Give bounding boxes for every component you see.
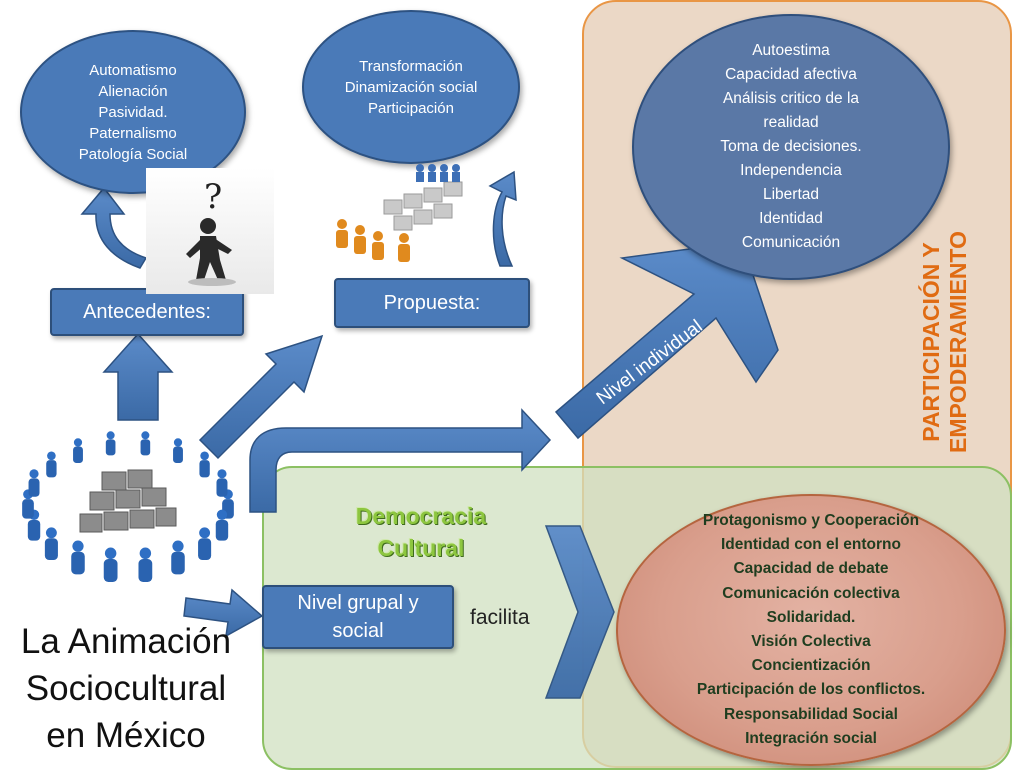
individual-item: realidad xyxy=(763,114,819,131)
propuesta-box: Propuesta: xyxy=(334,278,530,328)
grupal-item: Participación de los conflictos. xyxy=(696,681,926,699)
chevron-arrow-facilita xyxy=(544,525,615,699)
antecedentes-item: Pasividad. xyxy=(98,103,168,121)
cultural-title-line: Cultural xyxy=(377,535,465,561)
individual-item: Análisis critico de la xyxy=(722,90,860,107)
up-arrow-antecedentes xyxy=(102,332,174,421)
bent-arrow-individual xyxy=(249,408,552,513)
person-figure-icon xyxy=(28,469,40,497)
antecedentes-items: Automatismo Alienación Pasividad. Patern… xyxy=(79,60,187,165)
person-figure-icon xyxy=(46,451,57,478)
propuesta-items: Transformación Dinamización social Parti… xyxy=(345,56,478,119)
person-figure-icon xyxy=(103,547,118,582)
grupal-items: Protagonismo y Cooperación Identidad con… xyxy=(697,509,925,751)
person-figure-icon xyxy=(73,438,83,464)
propuesta-ellipse: Transformación Dinamización social Parti… xyxy=(302,10,520,164)
curved-arrow-propuesta xyxy=(488,170,517,267)
title-line: en México xyxy=(46,716,206,755)
main-title: La Animación Sociocultural en México xyxy=(10,618,242,759)
people-puzzle-team-icon xyxy=(324,160,486,270)
person-figure-icon xyxy=(138,547,153,582)
grupal-item: Identidad con el entorno xyxy=(721,536,901,554)
person-figure-icon xyxy=(215,509,229,541)
confused-person-icon: ? xyxy=(146,168,274,294)
title-line: Sociocultural xyxy=(25,669,227,708)
antecedentes-item: Patología Social xyxy=(78,145,188,163)
grupal-item: Visión Colectiva xyxy=(751,633,871,650)
individual-item: Libertad xyxy=(762,186,819,203)
person-figure-icon xyxy=(173,438,183,464)
grupal-item: Concientización xyxy=(751,657,871,675)
diagonal-arrow-propuesta xyxy=(198,334,324,460)
antecedentes-ellipse: Automatismo Alienación Pasividad. Patern… xyxy=(20,30,246,194)
individual-item: Identidad xyxy=(759,210,823,227)
grupal-item: Integración social xyxy=(745,729,877,747)
individual-item: Toma de decisiones. xyxy=(720,138,862,155)
grupal-item: Capacidad de debate xyxy=(733,560,889,578)
democracia-title-line: Democracia xyxy=(355,503,487,529)
propuesta-item: Transformación xyxy=(359,57,463,75)
person-figure-icon xyxy=(216,469,228,497)
person-figure-icon xyxy=(44,527,58,560)
grupal-item: Comunicación colectiva xyxy=(722,584,900,602)
individual-item: Comunicación xyxy=(741,234,841,251)
person-figure-icon xyxy=(71,540,85,575)
antecedentes-item: Alienación xyxy=(98,82,168,100)
grupal-item: Responsabilidad Social xyxy=(724,705,898,723)
antecedentes-box: Antecedentes: xyxy=(50,288,244,336)
title-line: La Animación xyxy=(20,622,232,661)
democracia-cultural-title: Democracia Cultural xyxy=(326,500,516,564)
person-figure-icon xyxy=(198,527,212,560)
nivel-individual-arrow xyxy=(554,241,779,440)
person-figure-icon xyxy=(199,451,210,478)
grupal-item: Protagonismo y Cooperación xyxy=(702,511,920,529)
grupal-item: Solidaridad. xyxy=(766,608,856,626)
individual-item: Autoestima xyxy=(752,42,830,59)
facilita-label: facilita xyxy=(470,606,530,629)
propuesta-item: Participación xyxy=(368,99,454,117)
arrow-nivel-grupal xyxy=(183,588,264,638)
individual-item: Capacidad afectiva xyxy=(725,66,857,83)
person-figure-icon xyxy=(105,431,116,456)
people-circle-puzzle-icon xyxy=(10,426,250,590)
antecedentes-item: Automatismo xyxy=(89,61,177,79)
nivel-grupal-box: Nivel grupal y social xyxy=(262,585,454,649)
person-figure-icon xyxy=(140,431,151,456)
grupal-ellipse: Protagonismo y Cooperación Identidad con… xyxy=(616,494,1006,766)
person-figure-icon xyxy=(171,540,185,575)
propuesta-item: Dinamización social xyxy=(344,78,478,96)
svg-text:?: ? xyxy=(204,177,222,217)
individual-items: Autoestima Capacidad afectiva Análisis c… xyxy=(720,39,861,255)
individual-ellipse: Autoestima Capacidad afectiva Análisis c… xyxy=(632,14,950,280)
antecedentes-item: Paternalismo xyxy=(89,124,177,142)
curved-arrow-antecedentes xyxy=(80,186,148,269)
individual-item: Independencia xyxy=(740,162,842,179)
